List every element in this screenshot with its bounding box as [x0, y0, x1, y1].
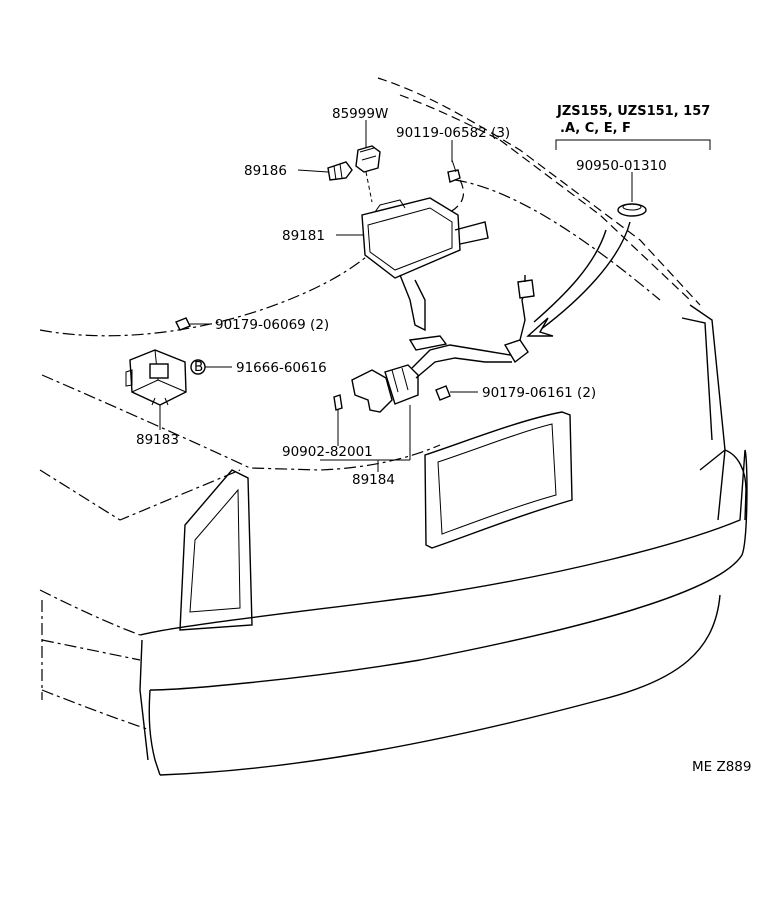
roof-line [399, 94, 501, 141]
bumper-left-edge [139, 639, 149, 761]
label-89181: 89181 [282, 228, 325, 244]
footer-code: ME Z889 [692, 759, 751, 775]
label-90179-06069: 90179-06069 (2) [215, 317, 329, 333]
bumper-right-crease [717, 449, 726, 521]
taillight-left-inner [189, 488, 241, 613]
trunk-lid-right-inner [681, 317, 713, 441]
nut-90179-b [435, 385, 451, 401]
label-90950-01310: 90950-01310 [576, 158, 667, 174]
nut-90179-a [175, 317, 191, 331]
model-bracket [555, 139, 711, 150]
label-90179-06161: 90179-06161 (2) [482, 385, 596, 401]
label-89184: 89184 [352, 472, 395, 488]
rear-window-line [377, 77, 701, 306]
ecu-box-89181 [361, 197, 489, 332]
trunk-lid-right-edge [689, 304, 726, 471]
lower-body-line [39, 589, 141, 636]
connector-cap-85999w [355, 145, 381, 173]
clip-90902 [333, 394, 343, 411]
license-plate-inner [437, 423, 557, 535]
clip-91666: B [190, 359, 206, 375]
leader-lines [159, 120, 711, 472]
direction-arrow [526, 221, 631, 337]
label-89183: 89183 [136, 432, 179, 448]
relay-89183 [125, 349, 187, 406]
screw-90119 [447, 159, 461, 183]
label-85999w: 85999W [332, 106, 388, 122]
trunk-hinge-line [429, 179, 465, 221]
sensor-89184 [351, 275, 535, 413]
bumper-bottom [159, 594, 721, 776]
parcel-shelf-line [39, 249, 376, 337]
taillight-left [179, 469, 253, 631]
quarter-line [39, 469, 241, 521]
lower-body-line-2 [41, 639, 141, 661]
label-90119-06582: 90119-06582 (3) [396, 125, 510, 141]
grommet-90950 [617, 203, 647, 217]
bulb-89186 [327, 161, 353, 181]
bumper-left-side [148, 689, 161, 776]
label-91666-60616: 91666-60616 [236, 360, 327, 376]
label-90902-82001: 90902-82001 [282, 444, 373, 460]
car-body-outline [39, 77, 748, 776]
bumper-top [139, 449, 748, 691]
bumper-corner [724, 449, 747, 521]
lower-body-line-3 [41, 689, 151, 731]
license-plate-recess [424, 411, 573, 549]
model-applicability-line2: .A, C, E, F [560, 121, 631, 136]
trunk-lid-top-line [454, 179, 661, 301]
circle-b-label: B [194, 359, 203, 375]
label-89186: 89186 [244, 163, 287, 179]
model-applicability-line1: JZS155, UZS151, 157 [556, 104, 710, 119]
